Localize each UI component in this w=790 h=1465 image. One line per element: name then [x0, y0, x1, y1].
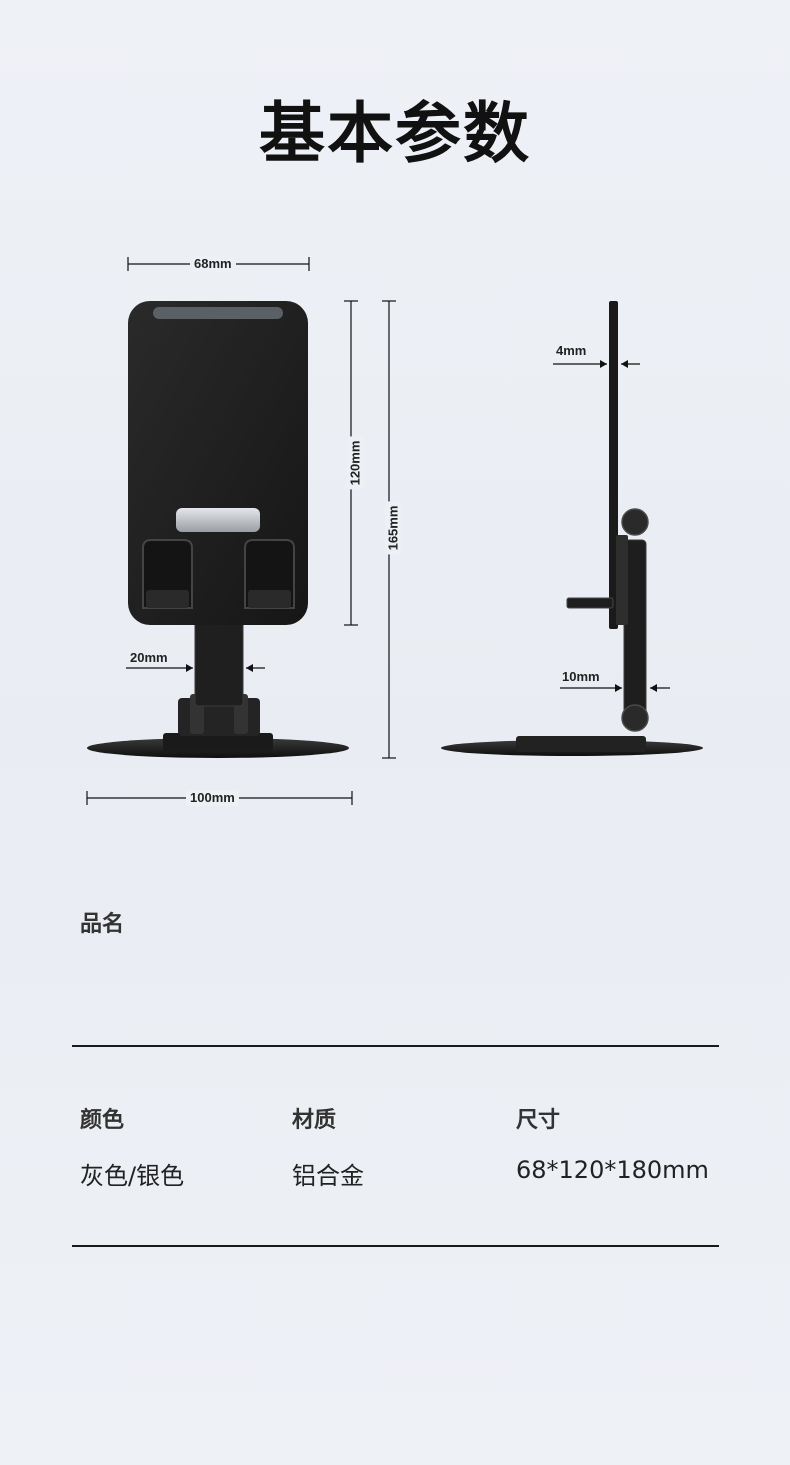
dim-pole-width-label: 10mm: [562, 669, 600, 684]
side-lower-joint: [621, 704, 649, 732]
dimension-arrows: [186, 360, 657, 692]
side-hinge-plate: [616, 535, 628, 625]
dim-thickness-label: 4mm: [556, 343, 587, 358]
side-base-block: [516, 736, 646, 752]
material-label: 材质: [292, 1108, 337, 1133]
front-base-block: [163, 733, 273, 751]
side-view-stand: [441, 301, 703, 756]
divider-top: [72, 1045, 719, 1047]
side-hook: [566, 597, 614, 609]
color-value: 灰色/银色: [80, 1162, 185, 1190]
product-dimension-diagram: [86, 257, 703, 805]
front-support-arm: [194, 611, 244, 707]
dim-total-height-label: 165mm: [385, 501, 402, 555]
material-value: 铝合金: [292, 1162, 364, 1190]
color-label: 颜色: [80, 1108, 125, 1133]
dim-panel-height-label: 120mm: [347, 436, 364, 490]
front-logo-plate: [176, 508, 260, 532]
product-name-label: 品名: [80, 912, 125, 937]
front-panel-top-strip: [153, 307, 283, 319]
dim-support-width-label: 20mm: [130, 650, 168, 665]
size-value: 68*120*180mm: [516, 1156, 709, 1184]
front-view-stand: [87, 301, 349, 758]
dim-base-width-label: 100mm: [186, 790, 239, 806]
size-label: 尺寸: [516, 1108, 561, 1133]
dim-width-top-label: 68mm: [190, 256, 236, 272]
divider-bottom: [72, 1245, 719, 1247]
page-title: 基本参数: [259, 95, 531, 172]
side-upper-joint: [621, 508, 649, 536]
side-panel: [609, 301, 618, 629]
